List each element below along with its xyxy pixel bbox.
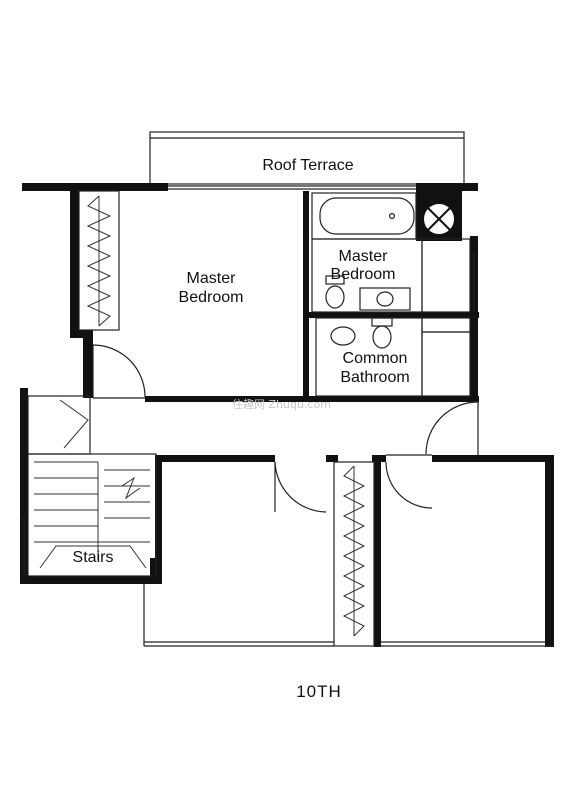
master-bath-label-line1: Master [339,248,389,265]
watermark: 住趣网 Zhuqu.com [232,397,331,411]
stairs-label: Stairs [73,549,114,566]
roof-terrace [149,131,465,185]
floor-label: 10TH [296,682,342,701]
common-bath-label-line1: Common [343,350,408,367]
stair-treads [34,399,150,569]
roof-terrace-label: Roof Terrace [262,157,353,174]
bathroom-fixtures [319,197,415,349]
thin-lines [23,185,554,647]
master-bedroom-label-line1: Master [187,270,237,287]
exhaust-fan-icon [422,202,456,236]
door-swings [92,344,479,513]
wardrobe-hangers [86,195,366,637]
common-bath-label-line2: Bathroom [340,369,409,386]
walls [20,183,554,647]
master-bedroom-label-line2: Bedroom [179,289,244,306]
master-bath-label-line2: Bedroom [331,266,396,283]
